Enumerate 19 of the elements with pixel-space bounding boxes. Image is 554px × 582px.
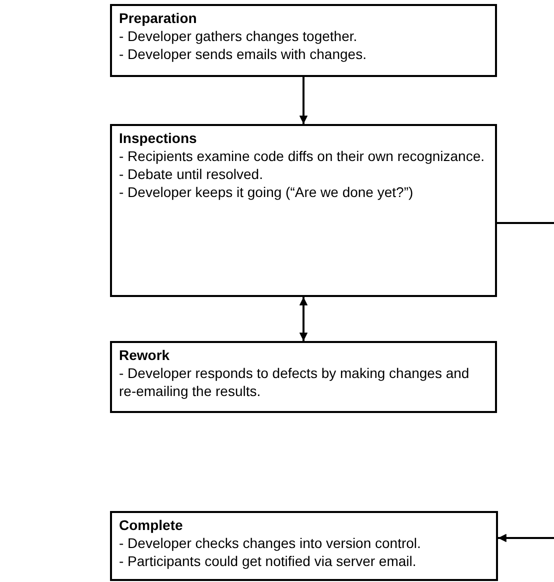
- process-box: [110, 341, 497, 413]
- bullet-text: - Developer responds to defects by making changes and re-emailing the results.: [119, 364, 470, 400]
- arrow: [299, 77, 308, 124]
- process-box: [110, 511, 498, 581]
- bullet-text: - Debate until resolved.: [119, 165, 264, 183]
- box-heading: Preparation: [119, 9, 198, 27]
- bullet-text: - Recipients examine code diffs on their own recognizance.: [119, 147, 486, 165]
- process-box: [110, 124, 497, 297]
- box-heading: Rework: [119, 346, 171, 364]
- box-heading: Complete: [119, 516, 184, 534]
- bullet-text: - Participants could get notified via server email.: [119, 552, 418, 570]
- bullet-text: - Developer keeps it going (“Are we done yet?”): [119, 183, 414, 201]
- arrow: [498, 534, 554, 542]
- bullet-text: - Developer checks changes into version control.: [119, 534, 422, 552]
- bullet-text: - Developer sends emails with changes.: [119, 45, 368, 63]
- bullet-text: - Developer gathers changes together.: [119, 27, 358, 45]
- process-box: [110, 4, 497, 77]
- arrow: [299, 297, 308, 341]
- box-heading: Inspections: [119, 129, 198, 147]
